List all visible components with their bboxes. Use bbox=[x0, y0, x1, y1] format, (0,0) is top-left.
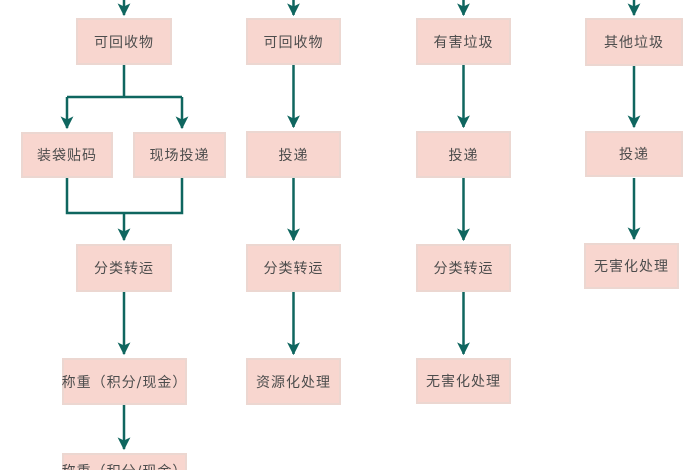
node-recyclables-1: 可回收物 bbox=[76, 18, 172, 65]
col1-merge-connector bbox=[65, 178, 184, 215]
node-onsite-drop: 现场投递 bbox=[133, 132, 226, 178]
node-harmless-processing-4: 无害化处理 bbox=[584, 243, 679, 289]
node-col1-bottom-clipped: 称重（积分/现金） bbox=[62, 453, 187, 470]
node-resource-processing: 资源化处理 bbox=[246, 358, 341, 405]
node-drop-off-3: 投递 bbox=[416, 131, 511, 178]
node-drop-off-2: 投递 bbox=[246, 131, 341, 178]
col1-branch-connector bbox=[67, 65, 182, 99]
node-drop-off-4: 投递 bbox=[585, 131, 683, 177]
node-sorted-transfer-1: 分类转运 bbox=[76, 244, 172, 292]
node-recyclables-2: 可回收物 bbox=[246, 18, 341, 65]
node-other-waste: 其他垃圾 bbox=[585, 18, 683, 66]
node-weigh-points-cash: 称重（积分/现金） bbox=[62, 358, 187, 405]
node-sorted-transfer-2: 分类转运 bbox=[246, 244, 341, 292]
node-sorted-transfer-3: 分类转运 bbox=[416, 244, 511, 292]
node-bag-and-tag: 装袋贴码 bbox=[21, 132, 113, 178]
node-hazardous-waste: 有害垃圾 bbox=[416, 18, 511, 65]
node-harmless-processing-3: 无害化处理 bbox=[416, 358, 511, 404]
